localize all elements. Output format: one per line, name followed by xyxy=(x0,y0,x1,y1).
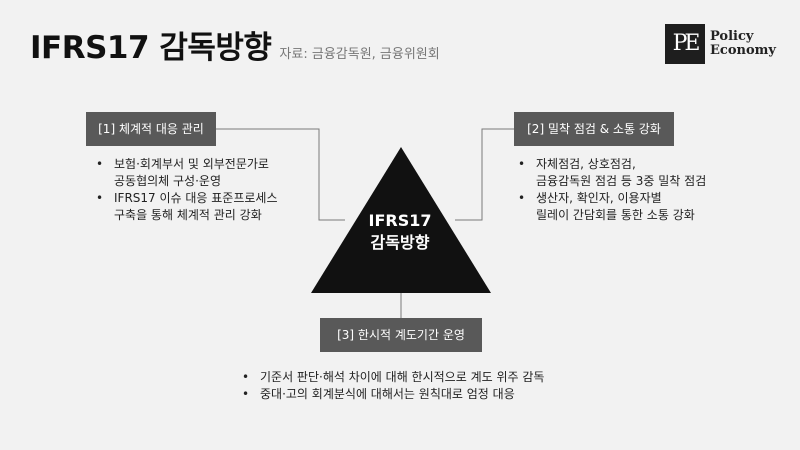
list-item: IFRS17 이슈 대응 표준프로세스 구축을 통해 체계적 관리 강화 xyxy=(94,190,278,224)
header: IFRS17 감독방향 자료: 금융감독원, 금융위원회 xyxy=(30,22,440,67)
logo-line-2: Economy xyxy=(710,43,776,58)
list-item: 자체점검, 상호점검, 금융감독원 점검 등 3중 밀착 점검 xyxy=(516,156,706,190)
center-triangle xyxy=(311,147,491,293)
list-item: 중대·고의 회계분식에 대해서는 원칙대로 엄정 대응 xyxy=(240,386,544,403)
center-line-1: IFRS17 xyxy=(368,211,432,230)
section-1-bullets: 보험·회계부서 및 외부전문가로 공동협의체 구성·운영 IFRS17 이슈 대… xyxy=(94,156,278,224)
list-item: 생산자, 확인자, 이용자별 릴레이 간담회를 통한 소통 강화 xyxy=(516,190,706,224)
logo-text: Policy Economy xyxy=(710,30,776,58)
section-2-bullets: 자체점검, 상호점검, 금융감독원 점검 등 3중 밀착 점검 생산자, 확인자… xyxy=(516,156,706,224)
section-2-label: [2] 밀착 점검 & 소통 강화 xyxy=(514,112,674,146)
section-1-label: [1] 체계적 대응 관리 xyxy=(86,112,216,146)
logo-line-1: Policy xyxy=(710,29,754,44)
list-item: 보험·회계부서 및 외부전문가로 공동협의체 구성·운영 xyxy=(94,156,278,190)
policy-economy-logo: PE Policy Economy xyxy=(665,24,776,64)
connector-2 xyxy=(455,128,514,221)
center-line-2: 감독방향 xyxy=(370,233,430,252)
source-note: 자료: 금융감독원, 금융위원회 xyxy=(279,47,440,62)
connector-1 xyxy=(216,128,345,221)
center-label: IFRS17 감독방향 xyxy=(340,210,460,254)
list-item: 기준서 판단·해석 차이에 대해 한시적으로 계도 위주 감독 xyxy=(240,369,544,386)
section-3-bullets: 기준서 판단·해석 차이에 대해 한시적으로 계도 위주 감독 중대·고의 회계… xyxy=(240,369,544,403)
logo-mark: PE xyxy=(665,24,705,64)
section-3-label: [3] 한시적 계도기간 운영 xyxy=(320,318,482,352)
page-title: IFRS17 감독방향 xyxy=(30,30,272,66)
